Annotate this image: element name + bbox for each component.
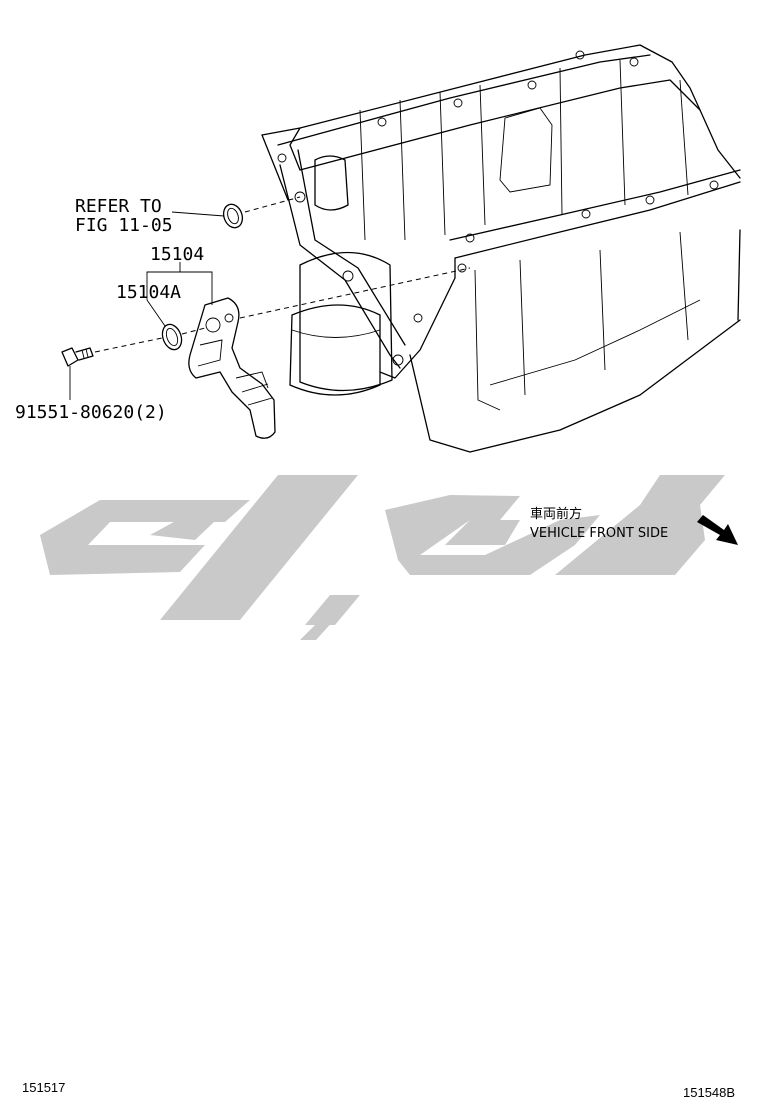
watermark-logo bbox=[40, 475, 725, 640]
o-ring-15104a bbox=[161, 323, 183, 351]
bolt-91551 bbox=[61, 347, 94, 367]
leader-15104-bracket bbox=[146, 271, 213, 305]
front-direction-arrow-icon bbox=[697, 515, 738, 545]
part-number-15104: 15104 bbox=[150, 244, 204, 265]
align-line-sensor bbox=[239, 267, 471, 319]
part-number-15104a: 15104A bbox=[116, 282, 181, 303]
figure-id-right: 151548B bbox=[683, 1085, 735, 1100]
align-line-bolt bbox=[94, 337, 163, 353]
align-line-oring bbox=[244, 196, 301, 213]
leader-15104a bbox=[146, 299, 166, 327]
refer-fig-label: FIG 11-05 bbox=[75, 215, 173, 236]
direction-english: VEHICLE FRONT SIDE bbox=[530, 526, 668, 541]
engine-block bbox=[261, 44, 741, 453]
align-line-bolt-2 bbox=[181, 327, 206, 335]
figure-id-left: 151517 bbox=[22, 1080, 65, 1095]
direction-japanese: 車両前方 bbox=[530, 506, 582, 522]
refer-to-label: REFER TO bbox=[75, 196, 162, 217]
crank-sensor-15104 bbox=[188, 297, 276, 439]
o-ring-upper bbox=[222, 203, 244, 229]
part-number-bolt: 91551-80620(2) bbox=[15, 402, 167, 423]
leader-refer bbox=[171, 211, 225, 217]
